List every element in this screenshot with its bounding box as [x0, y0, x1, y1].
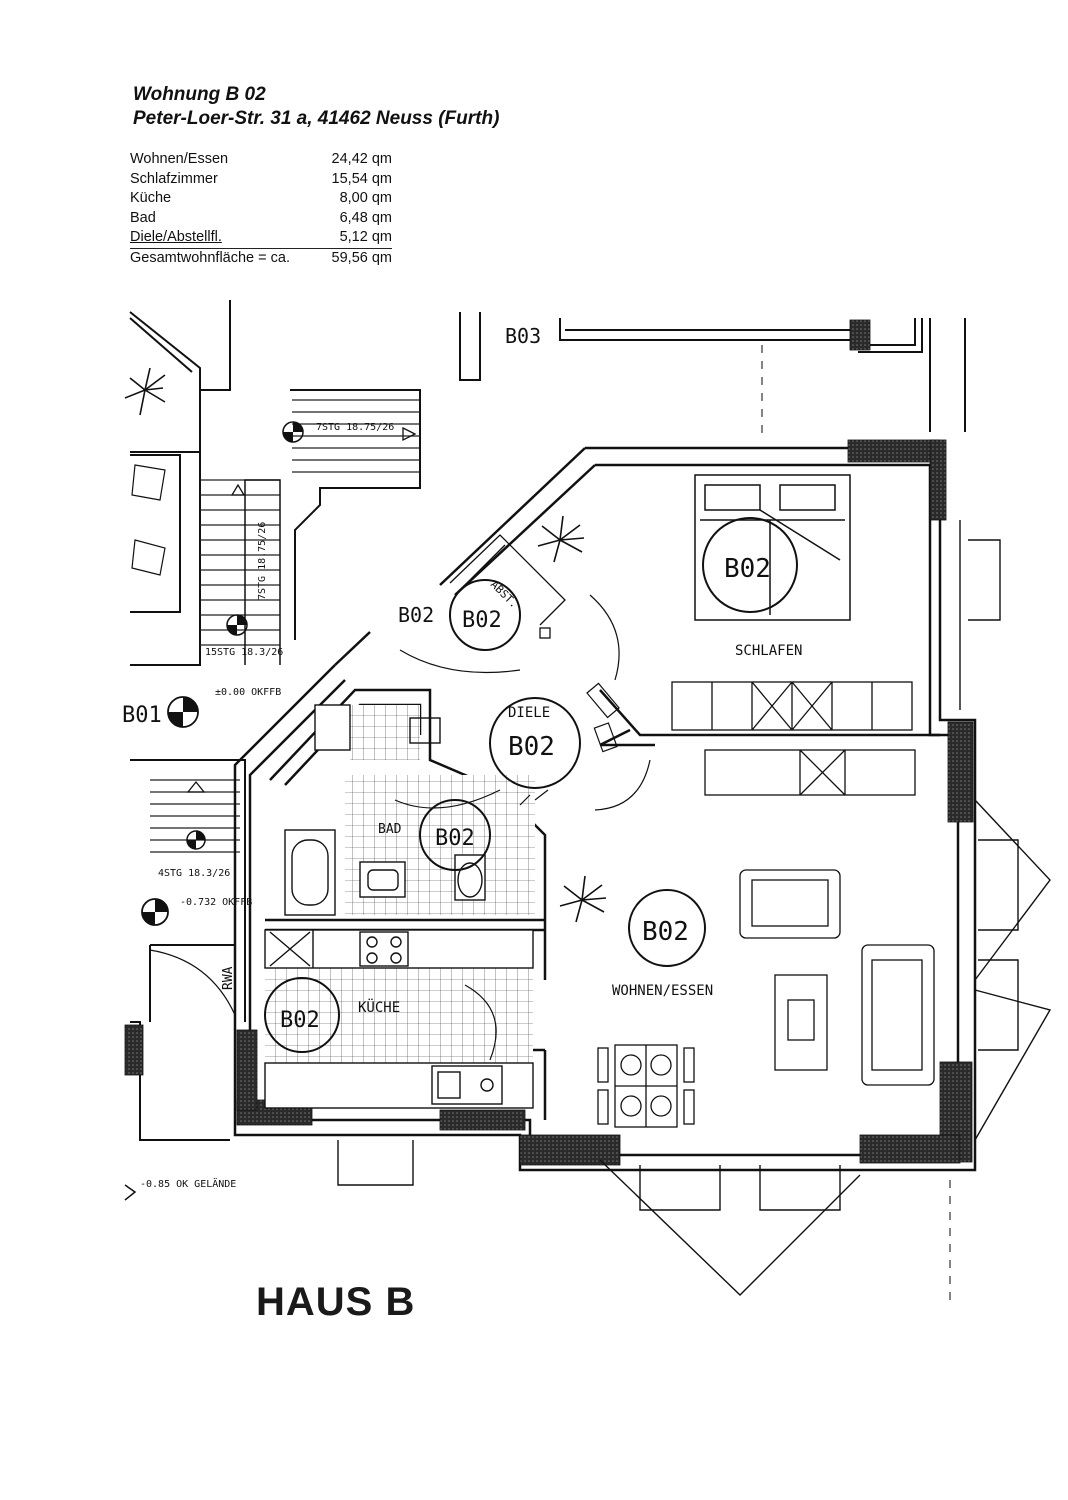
wall [459, 312, 481, 381]
wall [439, 447, 586, 586]
wall [599, 689, 940, 737]
level-label: -0.85 OK GELÄNDE [140, 1177, 236, 1190]
unit-label-hall-left: B02 [398, 603, 434, 627]
area-value: 15,54 qm [331, 170, 392, 187]
wall [334, 631, 371, 666]
apartment-title: Wohnung B 02 [133, 84, 266, 105]
level-label: -0.732 OKFFB [180, 897, 252, 908]
level-label: ±0.00 OKFFB [215, 687, 281, 698]
wall [454, 464, 596, 596]
wall [269, 688, 547, 980]
sideboard [704, 749, 916, 796]
sofa [739, 869, 935, 1086]
wall [130, 390, 201, 666]
total-area-name: Gesamtwohnfläche = ca. [130, 249, 290, 266]
room-label-kueche: KÜCHE [358, 998, 400, 1016]
room-label-bad: BAD [378, 822, 402, 837]
area-row: Schlafzimmer 15,54 qm [130, 170, 392, 190]
bath-tiles [350, 705, 420, 760]
dashed-lines [761, 345, 951, 1300]
plant-icon [124, 367, 607, 923]
address: Peter-Loer-Str. 31 a, 41462 Neuss (Furth… [133, 108, 500, 129]
unit-label-kitchen: B02 [280, 1008, 320, 1033]
wall [200, 300, 231, 391]
area-row: Bad 6,48 qm [130, 209, 392, 229]
storage-room [449, 534, 566, 639]
apartment-outer-wall [233, 446, 977, 1172]
area-row: Diele/Abstellfl. 5,12 qm [130, 228, 392, 249]
area-row: Wohnen/Essen 24,42 qm [130, 150, 392, 170]
unit-markers [264, 517, 798, 1053]
wall [129, 311, 201, 452]
area-name: Schlafzimmer [130, 170, 218, 187]
bathroom-fixtures [284, 704, 486, 916]
area-name: Wohnen/Essen [130, 151, 229, 167]
area-name: Diele/Abstellfl. [130, 228, 320, 249]
stair-arrow-icon [186, 426, 417, 793]
area-value: 5,12 qm [320, 228, 392, 249]
masonry [124, 319, 974, 1166]
wall [599, 728, 631, 747]
room-label-diele: DIELE [508, 705, 550, 721]
house-label: HAUS B [256, 1280, 416, 1324]
room-label-wohnen: WOHNEN/ESSEN [612, 983, 713, 999]
stair-treads-upper [200, 399, 420, 646]
area-value: 24,42 qm [331, 151, 392, 167]
unit-label-bedroom: B02 [724, 554, 771, 584]
wardrobe [671, 681, 913, 731]
unit-label-bath: B02 [435, 826, 475, 851]
kitchen-fixtures [264, 929, 534, 1109]
unit-label-b01: B01 [122, 703, 162, 728]
wall [130, 759, 246, 1022]
wall [130, 454, 181, 613]
wall [130, 1021, 230, 1141]
total-area-value: 59,56 qm [331, 249, 392, 266]
stair-rail [244, 479, 281, 665]
door-swings [149, 594, 651, 1061]
stair-label: 7STG 18.75/26 [316, 422, 394, 433]
stair-label: 15STG 18.3/26 [205, 647, 283, 658]
bed [694, 474, 851, 621]
area-name: Bad [130, 209, 156, 226]
area-row: Küche 8,00 qm [130, 189, 392, 209]
dining-table [597, 1044, 695, 1128]
kitchen-tiles [265, 968, 533, 1063]
area-value: 8,00 qm [339, 190, 392, 206]
rwa-label: RWA [221, 966, 236, 990]
area-name: Küche [130, 190, 172, 206]
room-label-schlafen: SCHLAFEN [735, 643, 802, 659]
apartment-inner-wall [248, 463, 960, 1157]
stair-label: 4STG 18.3/26 [158, 868, 230, 879]
area-table: Wohnen/Essen 24,42 qm Schlafzimmer 15,54… [130, 150, 392, 268]
stair-label: 7STG 18.75/26 [257, 522, 268, 600]
area-value: 6,48 qm [339, 209, 392, 226]
wall [290, 389, 421, 640]
unit-label-b03: B03 [505, 324, 541, 348]
wall [129, 317, 193, 373]
unit-label-diele: B02 [508, 732, 555, 762]
wall [855, 318, 916, 346]
wall [858, 318, 923, 353]
terrace-outline [337, 520, 1052, 1296]
floor-plan: B03 B01 B02 B02 B02 B02 B02 B02 B02 SCHL… [122, 300, 1052, 1300]
level-marker-icon [124, 421, 304, 1201]
unit-label-storage: B02 [462, 608, 502, 633]
area-total-row: Gesamtwohnfläche = ca. 59,56 qm [130, 248, 392, 268]
stairwell-decor [131, 464, 166, 576]
unit-label-living: B02 [642, 917, 689, 947]
room-label-abst: ABST. [488, 578, 521, 611]
